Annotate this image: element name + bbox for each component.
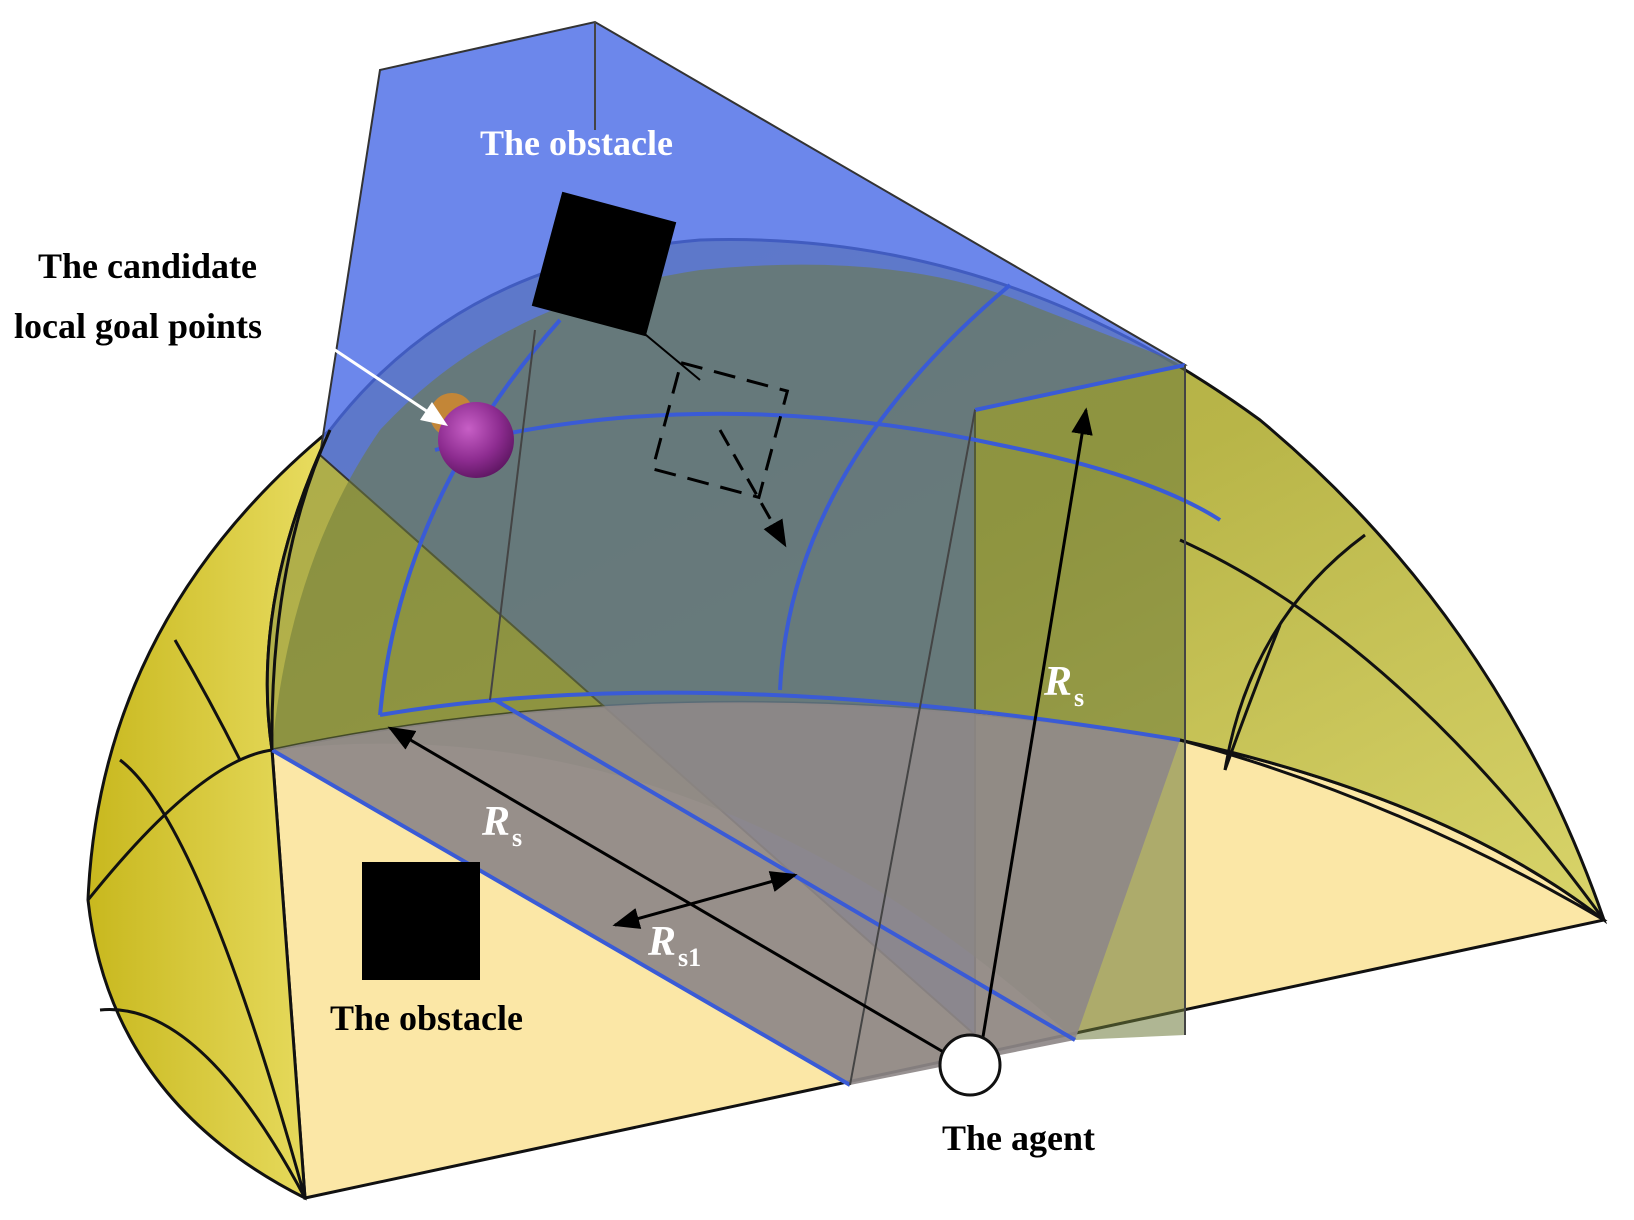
agent-marker (938, 1033, 1002, 1097)
rs-vertical-label: R s (1043, 659, 1084, 712)
obstacle-ghost-dashed (650, 360, 790, 500)
rs-vertical-subscript: s (1074, 683, 1084, 712)
goal-point (438, 402, 514, 478)
rs1-subscript: s1 (678, 943, 701, 972)
agent-label: The agent (942, 1118, 1095, 1158)
candidate-label-line2: local goal points (14, 306, 262, 346)
candidate-pointer-arrow (304, 328, 441, 422)
rs1-letter: R (647, 919, 676, 965)
obstacle-top-label: The obstacle (480, 123, 673, 163)
motion-trace (639, 329, 701, 381)
obstacle-bottom (362, 862, 480, 980)
rs-vertical-arrow (978, 407, 1093, 1056)
wall-edges (489, 22, 1186, 1086)
rs1-label: R s1 (647, 919, 701, 972)
obstacle-top (531, 191, 677, 337)
rs-vertical-letter: R (1043, 659, 1072, 705)
rs1-double-arrow (612, 871, 798, 929)
motion-arrow (718, 429, 787, 548)
obstacle-bottom-label: The obstacle (330, 998, 523, 1038)
rs-diagonal-label: R s (481, 799, 522, 852)
candidate-label-line1: The candidate (38, 246, 257, 286)
candidate-pointer-head (420, 402, 448, 426)
rs-diagonal-letter: R (481, 799, 510, 845)
dome-grid (270, 283, 1222, 1087)
dome-grid-black (86, 429, 1606, 1199)
rs-diagonal-subscript: s (512, 823, 522, 852)
